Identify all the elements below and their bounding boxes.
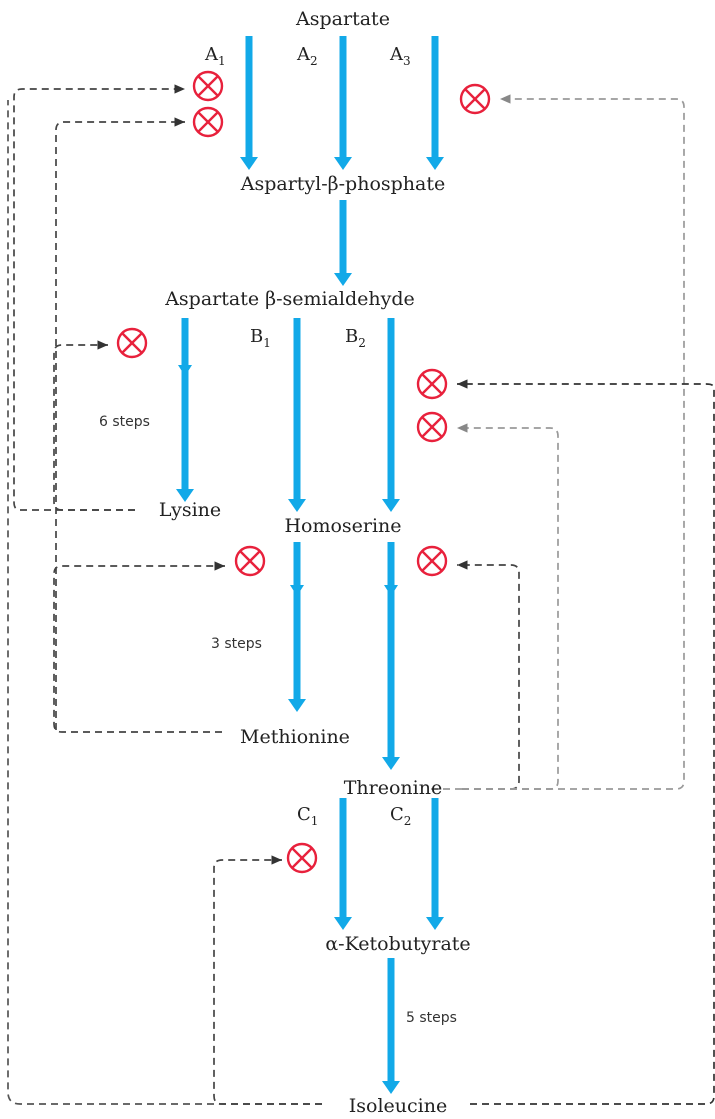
arrow-b1 [288, 318, 306, 512]
label-isoleucine: Isoleucine [349, 1095, 447, 1117]
label-aspartate: Aspartate [295, 8, 390, 30]
inhibition-icon-b2-upper [416, 368, 448, 400]
steps-lysine: 6 steps [99, 414, 150, 430]
arrow-b2 [382, 318, 400, 512]
inhibition-icon-lysine [116, 327, 148, 359]
feedback-threonine-to-b2-lower [457, 423, 559, 790]
label-homoserine: Homoserine [284, 515, 401, 537]
enzyme-a1: A1 [204, 44, 226, 68]
arrow-c2 [426, 798, 444, 930]
enzyme-b2: B2 [345, 326, 366, 350]
arrow-c1 [334, 798, 352, 930]
inhibition-markers [116, 70, 491, 874]
feedback-isoleucine-to-b2 [457, 379, 715, 1105]
inhibition-icon-a1 [192, 70, 224, 102]
feedback-threonine-to-a3 [462, 94, 685, 790]
arrow-a1 [240, 36, 258, 170]
enzyme-a2: A2 [296, 44, 318, 68]
arrow-aspartyl-to-asd [334, 200, 352, 286]
arrow-to-threonine [382, 542, 400, 770]
feedback-isoleucine-to-a1-outer [7, 100, 322, 1105]
label-methionine: Methionine [240, 726, 350, 748]
inhibition-icon-homoserine-left [234, 545, 266, 577]
inhibition-icon-c1 [286, 842, 318, 874]
arrow-to-lysine [176, 318, 194, 502]
enzyme-a3: A3 [389, 44, 411, 68]
feedback-methionine-to-hse [53, 561, 225, 733]
enzyme-labels: A1 A2 A3 B1 B2 C1 C2 [204, 44, 411, 828]
feedback-lines [7, 84, 715, 1105]
label-aspartate-semialdehyde: Aspartate β-semialdehyde [164, 288, 415, 310]
arrow-to-isoleucine [382, 958, 400, 1094]
enzyme-b1: B1 [250, 326, 271, 350]
arrow-a3 [426, 36, 444, 170]
enzyme-c1: C1 [297, 804, 318, 828]
feedback-lysine-to-asd [53, 340, 135, 511]
steps-isoleucine: 5 steps [406, 1010, 457, 1026]
enzyme-c2: C2 [390, 804, 411, 828]
step-labels: 6 steps 3 steps 5 steps [99, 414, 457, 1026]
label-lysine: Lysine [159, 499, 221, 521]
feedback-threonine-to-a2 [55, 117, 185, 730]
label-threonine: Threonine [344, 777, 442, 799]
inhibition-icon-a2 [192, 106, 224, 138]
arrow-a2 [334, 36, 352, 170]
feedback-isoleucine-to-c1 [213, 855, 322, 1105]
label-aspartyl-phosphate: Aspartyl-β-phosphate [240, 173, 446, 195]
label-ketobutyrate: α-Ketobutyrate [325, 933, 470, 955]
feedback-lysine-to-a1 [13, 84, 185, 511]
pathway-arrows [176, 36, 444, 1094]
inhibition-icon-homoserine-right [416, 545, 448, 577]
feedback-threonine-to-hse-b2 [457, 560, 520, 790]
inhibition-icon-a3 [459, 83, 491, 115]
inhibition-icon-b2-lower [416, 411, 448, 443]
steps-methionine: 3 steps [211, 636, 262, 652]
metabolite-labels: Aspartate Aspartyl-β-phosphate Aspartate… [159, 8, 471, 1117]
arrow-to-methionine [288, 542, 306, 712]
